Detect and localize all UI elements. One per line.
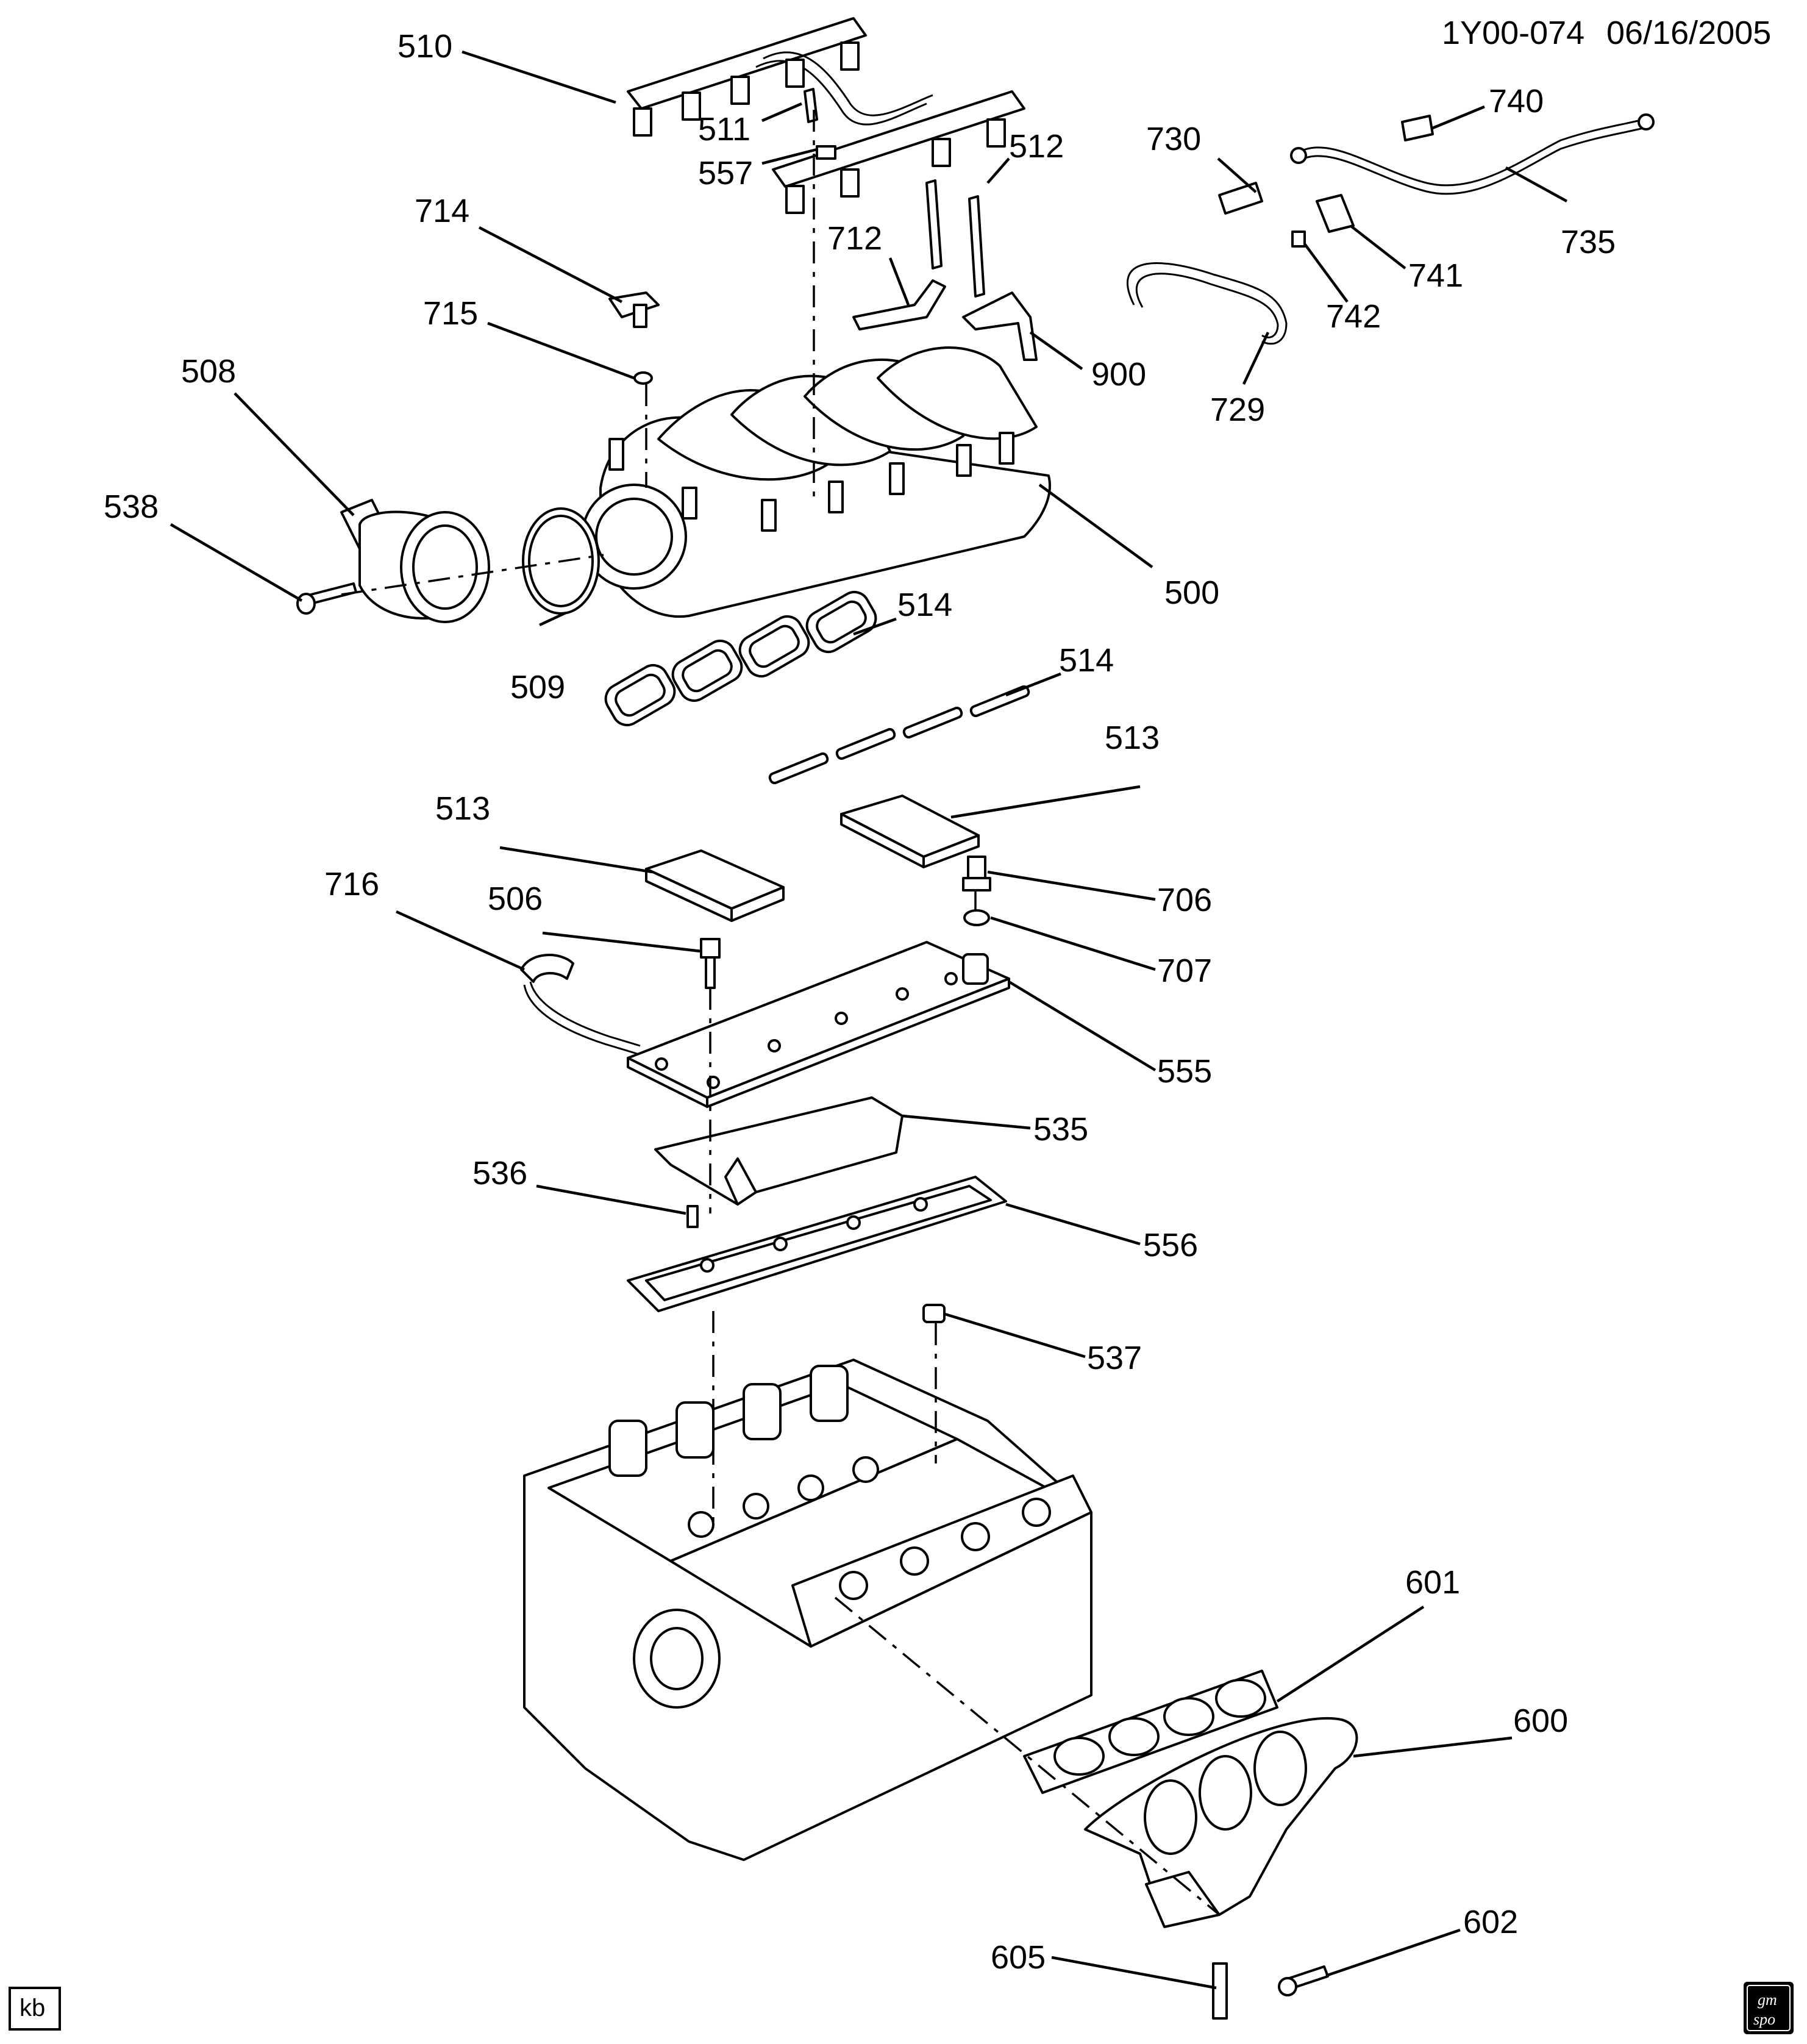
callout-707: 707 [1157,952,1212,989]
callout-729: 729 [1210,391,1265,428]
callout-513-right: 513 [1105,720,1160,756]
callout-715: 715 [423,295,478,332]
sensor-730 [1218,182,1263,215]
valley-cover [627,941,1010,1108]
exhaust-stud-605 [1212,1962,1228,2020]
callout-605: 605 [991,1939,1046,1976]
callout-514-bottom: 514 [1059,642,1114,679]
callout-512: 512 [1009,128,1064,165]
callout-735: 735 [1561,224,1616,260]
callout-labels: 510 511 557 512 714 712 715 508 538 509 … [104,28,1616,1976]
callout-602: 602 [1463,1904,1518,1940]
oil-pressure-sensor [962,856,991,892]
callout-514-top: 514 [897,587,952,623]
callout-537: 537 [1087,1340,1142,1376]
callout-535: 535 [1033,1111,1088,1148]
callout-601: 601 [1405,1564,1460,1601]
callout-506: 506 [488,881,543,917]
sensor-seal [963,909,990,926]
callout-leaders [169,50,1568,1990]
callout-511: 511 [698,111,750,148]
gm-spo-logo-icon: gm spo [1744,1982,1794,2034]
engine-block [523,1359,1092,1861]
callout-557: 557 [698,155,753,191]
callout-716: 716 [324,866,379,902]
baffle-tray [654,1096,904,1206]
alignment-lines [341,110,1221,1916]
initials-badge: kb [9,1987,61,2031]
plug-537 [922,1304,946,1323]
initials-text: kb [20,1995,45,2021]
valley-cover-gasket [627,1176,1007,1312]
callout-510: 510 [397,28,452,65]
logo-line2: spo [1753,2010,1775,2028]
callout-742: 742 [1326,298,1381,335]
sensor-714 [608,291,660,328]
exhaust-manifold-gasket [1023,1670,1278,1794]
clip-740 [1401,115,1434,141]
intake-manifold-gaskets [604,590,1030,785]
callout-741: 741 [1408,257,1463,294]
callout-555: 555 [1157,1053,1212,1090]
bolt-742 [1291,230,1306,248]
drawing-id: 1Y00-074 [1442,15,1584,51]
bracket-900 [962,291,1038,361]
logo-line1: gm [1758,1991,1777,2009]
callout-712: 712 [827,220,882,257]
callout-706: 706 [1157,882,1212,918]
callout-508: 508 [181,353,236,390]
bracket-741 [1316,194,1355,233]
callout-900: 900 [1091,356,1146,393]
callout-536: 536 [472,1155,527,1192]
exhaust-manifold [1084,1717,1358,1928]
pcv-hose [520,954,641,1055]
drawing-date: 06/16/2005 [1606,15,1771,51]
throttle-body-bolt [296,582,357,615]
valley-cover-bolt [700,938,721,989]
oring-715 [633,371,653,385]
bracket-712 [852,279,946,331]
exhaust-bolt-602 [1278,1965,1329,1996]
tray-bolt [686,1205,699,1228]
callout-600: 600 [1513,1703,1568,1739]
callout-509: 509 [510,669,565,706]
hose-729 [1126,262,1288,345]
callout-538: 538 [104,488,159,525]
callout-730: 730 [1146,121,1201,157]
callout-513-left: 513 [435,790,490,827]
callout-740: 740 [1489,83,1544,120]
callout-714: 714 [415,193,469,229]
callout-556: 556 [1143,1227,1198,1263]
intake-manifold [581,346,1051,618]
callout-500: 500 [1164,574,1219,611]
throttle-body [340,499,490,623]
sensor-harness-735 [1290,113,1655,195]
fuel-rail-assembly [627,17,1025,298]
insulator-pads [645,795,980,922]
